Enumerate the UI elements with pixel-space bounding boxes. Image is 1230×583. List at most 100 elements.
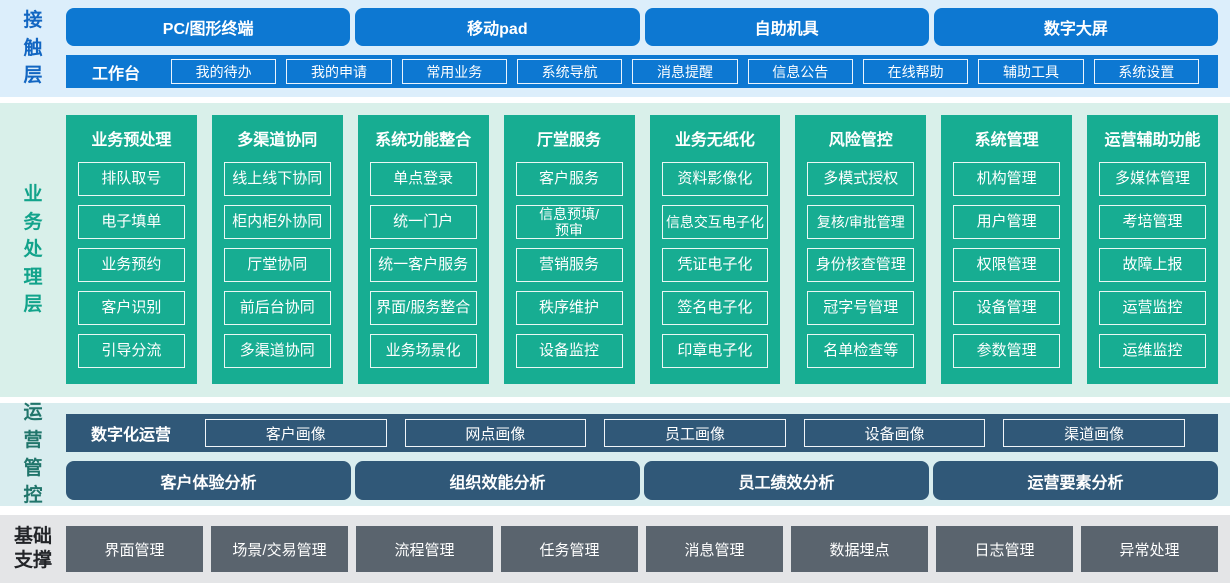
- analysis-button[interactable]: 员工绩效分析: [644, 461, 929, 500]
- business-item[interactable]: 权限管理: [953, 248, 1061, 282]
- business-item[interactable]: 营销服务: [515, 248, 623, 282]
- foundation-item[interactable]: 流程管理: [356, 526, 493, 572]
- terminal-button[interactable]: PC/图形终端: [66, 8, 351, 46]
- terminal-button[interactable]: 移动pad: [355, 8, 640, 46]
- workbench-item[interactable]: 信息公告: [747, 59, 853, 84]
- foundation-item[interactable]: 任务管理: [501, 526, 638, 572]
- layer-label-foundation: 基础支撑: [13, 526, 52, 571]
- business-item[interactable]: 考培管理: [1099, 205, 1206, 239]
- business-column: 系统管理 机构管理 用户管理 权限管理 设备管理 参数管理: [941, 115, 1073, 384]
- business-column: 厅堂服务 客户服务 信息预填/ 预审 营销服务 秩序维护 设备监控: [503, 115, 635, 384]
- layer-label-business: 业务处理层: [23, 184, 43, 316]
- workbench-item[interactable]: 辅助工具: [978, 59, 1084, 84]
- business-item[interactable]: 多模式授权: [807, 162, 915, 196]
- column-title: 厅堂服务: [537, 132, 602, 149]
- business-column: 运营辅助功能 多媒体管理 考培管理 故障上报 运营监控 运维监控: [1087, 115, 1218, 384]
- portrait-item[interactable]: 渠道画像: [1003, 419, 1185, 447]
- business-item[interactable]: 业务场景化: [369, 334, 477, 368]
- business-column: 多渠道协同 线上线下协同 柜内柜外协同 厅堂协同 前后台协同 多渠道协同: [211, 115, 343, 384]
- workbench-item[interactable]: 我的申请: [286, 59, 392, 84]
- business-columns: 业务预处理 排队取号 电子填单 业务预约 客户识别 引导分流 多渠道协同 线上线…: [66, 103, 1218, 397]
- foundation-item[interactable]: 日志管理: [936, 526, 1073, 572]
- business-item[interactable]: 业务预约: [78, 248, 185, 282]
- layer-label-contact: 接触层: [23, 10, 43, 87]
- column-title: 运营辅助功能: [1104, 132, 1201, 149]
- business-item[interactable]: 单点登录: [369, 162, 477, 196]
- foundation-item[interactable]: 界面管理: [66, 526, 203, 572]
- business-layer-label-wrap: 业务处理层: [0, 103, 66, 397]
- analysis-button[interactable]: 组织效能分析: [355, 461, 640, 500]
- portrait-item[interactable]: 客户画像: [205, 419, 387, 447]
- business-item[interactable]: 秩序维护: [515, 291, 623, 325]
- business-item[interactable]: 故障上报: [1099, 248, 1206, 282]
- business-item[interactable]: 资料影像化: [661, 162, 769, 196]
- terminal-row: PC/图形终端 移动pad 自助机具 数字大屏: [66, 8, 1218, 46]
- analysis-button[interactable]: 客户体验分析: [66, 461, 351, 500]
- business-item[interactable]: 电子填单: [78, 205, 185, 239]
- workbench-label: 工作台: [91, 65, 140, 83]
- business-processing-layer: 业务处理层 业务预处理 排队取号 电子填单 业务预约 客户识别 引导分流 多渠道…: [0, 103, 1230, 397]
- business-item[interactable]: 统一客户服务: [369, 248, 477, 282]
- business-item[interactable]: 签名电子化: [661, 291, 769, 325]
- analysis-row: 客户体验分析 组织效能分析 员工绩效分析 运营要素分析: [66, 461, 1218, 500]
- business-item[interactable]: 多渠道协同: [223, 334, 331, 368]
- workbench-item[interactable]: 消息提醒: [632, 59, 738, 84]
- business-item[interactable]: 运营监控: [1099, 291, 1206, 325]
- workbench-item[interactable]: 在线帮助: [862, 59, 969, 84]
- foundation-item[interactable]: 数据埋点: [791, 526, 928, 572]
- business-item[interactable]: 用户管理: [953, 205, 1061, 239]
- workbench-item[interactable]: 常用业务: [401, 59, 507, 84]
- business-item[interactable]: 排队取号: [78, 162, 185, 196]
- business-item[interactable]: 厅堂协同: [223, 248, 331, 282]
- business-item[interactable]: 机构管理: [953, 162, 1061, 196]
- business-item[interactable]: 冠字号管理: [807, 291, 915, 325]
- digital-ops-label: 数字化运营: [90, 427, 171, 444]
- workbench-item[interactable]: 系统设置: [1093, 59, 1199, 84]
- business-item[interactable]: 界面/服务整合: [369, 291, 477, 325]
- business-column: 业务无纸化 资料影像化 信息交互电子化 凭证电子化 签名电子化 印章电子化: [649, 115, 781, 384]
- portrait-item[interactable]: 员工画像: [604, 419, 786, 447]
- foundation-item[interactable]: 异常处理: [1081, 526, 1218, 572]
- business-column: 风险管控 多模式授权 复核/审批管理 身份核查管理 冠字号管理 名单检查等: [795, 115, 927, 384]
- business-item[interactable]: 凭证电子化: [661, 248, 769, 282]
- operations-control-layer: 运营管控 数字化运营 客户画像 网点画像 员工画像 设备画像 渠道画像 客户体验…: [0, 402, 1230, 506]
- foundation-support-layer: 基础支撑 界面管理 场景/交易管理 流程管理 任务管理 消息管理 数据埋点 日志…: [0, 515, 1230, 583]
- workbench-item[interactable]: 我的待办: [171, 59, 277, 84]
- business-item[interactable]: 参数管理: [953, 334, 1061, 368]
- contact-layer-label-wrap: 接触层: [0, 0, 66, 97]
- business-item[interactable]: 信息交互电子化: [661, 205, 769, 239]
- ops-layer-content: 数字化运营 客户画像 网点画像 员工画像 设备画像 渠道画像 客户体验分析 组织…: [66, 403, 1230, 506]
- portrait-item[interactable]: 设备画像: [803, 419, 986, 447]
- workbench-item[interactable]: 系统导航: [516, 59, 623, 84]
- column-title: 风险管控: [828, 132, 893, 149]
- business-item[interactable]: 身份核查管理: [807, 248, 915, 282]
- terminal-button[interactable]: 数字大屏: [933, 8, 1218, 46]
- business-item[interactable]: 客户识别: [78, 291, 185, 325]
- column-title: 业务无纸化: [674, 132, 755, 149]
- workbench-bar: 工作台 我的待办 我的申请 常用业务 系统导航 消息提醒 信息公告 在线帮助 辅…: [66, 55, 1218, 88]
- business-item[interactable]: 多媒体管理: [1099, 162, 1206, 196]
- foundation-item[interactable]: 消息管理: [646, 526, 783, 572]
- portrait-item[interactable]: 网点画像: [404, 419, 587, 447]
- business-item[interactable]: 线上线下协同: [223, 162, 331, 196]
- column-title: 业务预处理: [91, 132, 172, 149]
- column-title: 系统功能整合: [375, 132, 472, 149]
- business-item[interactable]: 柜内柜外协同: [223, 205, 331, 239]
- business-item[interactable]: 统一门户: [369, 205, 477, 239]
- business-item[interactable]: 信息预填/ 预审: [515, 205, 623, 239]
- business-item[interactable]: 设备监控: [515, 334, 623, 368]
- business-item[interactable]: 客户服务: [515, 162, 623, 196]
- business-layer-content: 业务预处理 排队取号 电子填单 业务预约 客户识别 引导分流 多渠道协同 线上线…: [66, 103, 1230, 397]
- business-item[interactable]: 设备管理: [953, 291, 1061, 325]
- analysis-button[interactable]: 运营要素分析: [933, 461, 1218, 500]
- foundation-item[interactable]: 场景/交易管理: [211, 526, 348, 572]
- business-item[interactable]: 复核/审批管理: [807, 205, 915, 239]
- business-item[interactable]: 引导分流: [78, 334, 185, 368]
- business-item[interactable]: 运维监控: [1099, 334, 1206, 368]
- business-item[interactable]: 名单检查等: [807, 334, 915, 368]
- business-item[interactable]: 印章电子化: [661, 334, 769, 368]
- business-item[interactable]: 前后台协同: [223, 291, 331, 325]
- terminal-button[interactable]: 自助机具: [644, 8, 929, 46]
- foundation-row: 界面管理 场景/交易管理 流程管理 任务管理 消息管理 数据埋点 日志管理 异常…: [66, 515, 1218, 583]
- foundation-label-wrap: 基础支撑: [0, 515, 66, 583]
